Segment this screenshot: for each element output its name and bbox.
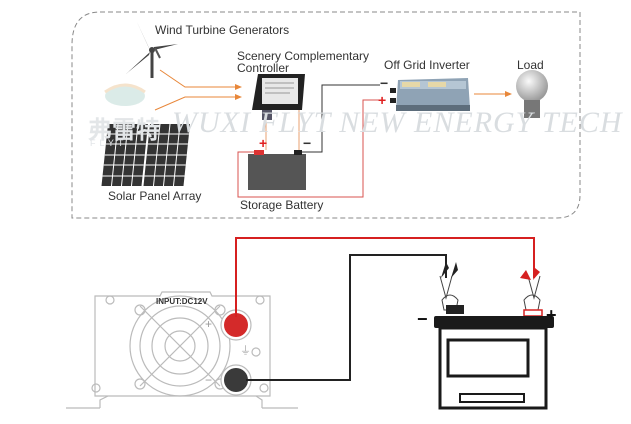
wind-turbine-icon [126,20,178,78]
orange-arrows [154,69,235,111]
watermark-sub: FLYT [90,138,128,148]
car-battery-icon [434,305,554,410]
storage-battery-icon [248,150,306,190]
car-battery-minus-sign: − [417,309,428,329]
car-battery-plus-sign: + [546,305,557,325]
ground-icon: ⏚ [240,345,251,357]
label-controller-line2: Controller [237,61,290,75]
red-clamp-icon [520,268,541,311]
load-bulb-icon [516,70,548,118]
inverter-plus-sign: + [378,92,387,108]
off-grid-inverter-icon [390,78,470,111]
red-cable [235,237,535,317]
controller-icon [252,74,305,120]
black-clamp-icon [439,262,459,311]
watermark-cn: 弗雷特 [88,117,160,144]
inverter-minus-sign: − [380,75,389,91]
label-inverter: Off Grid Inverter [384,58,470,72]
battery-minus-sign: − [303,135,312,151]
watermark-text: WUXI FLYT NEW ENERGY TECH [172,106,623,139]
panel-minus-sign: − [205,373,213,387]
black-cable [246,254,447,381]
wire-positive [237,99,380,198]
dashed-frame [71,11,581,219]
inverter-input-label: INPUT:DC12V [156,297,208,306]
inverter-front-panel [66,291,298,409]
label-storage-battery: Storage Battery [240,198,324,212]
panel-plus-sign: + [205,317,213,331]
battery-plus-sign: + [259,135,268,151]
label-controller-line1: Scenery Complementary [237,49,370,63]
label-wind-turbine: Wind Turbine Generators [155,23,290,37]
watermark-logo-icon [104,83,146,106]
solar-panel-icon [101,124,190,186]
label-solar-panel: Solar Panel Array [108,189,202,203]
wire-negative [302,84,380,153]
label-load: Load [517,58,544,72]
